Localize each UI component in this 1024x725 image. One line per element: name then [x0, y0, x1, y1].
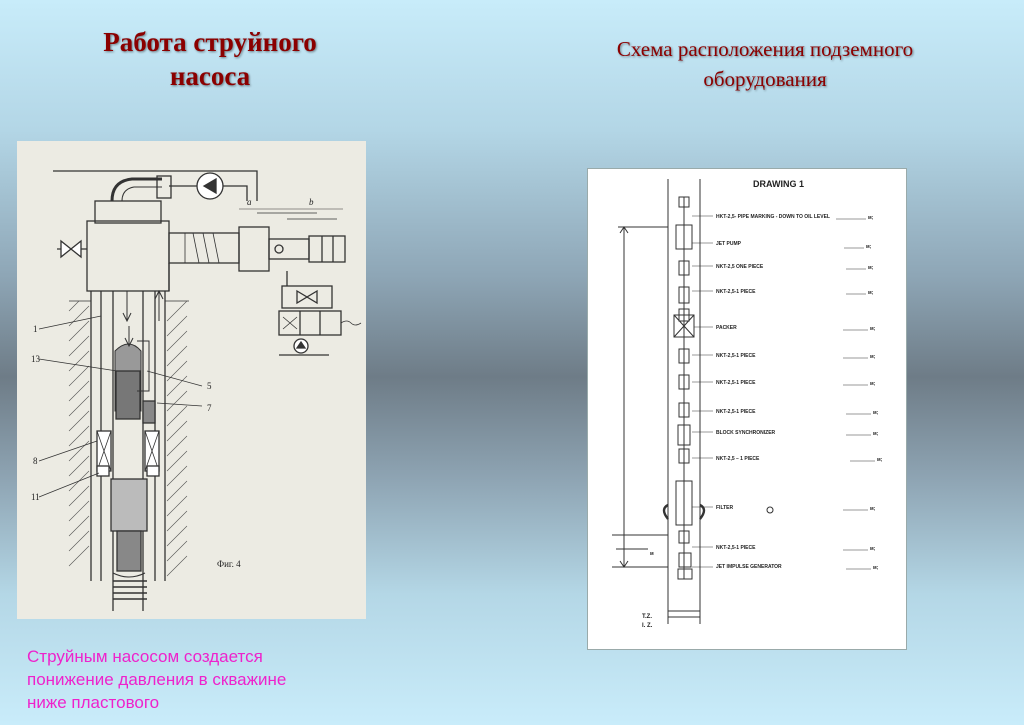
unit-5: м;	[870, 326, 876, 332]
iz-label: I. Z.	[642, 623, 653, 629]
title-left-line2: насоса	[169, 60, 251, 91]
callout-1: 1	[33, 324, 38, 334]
label-item-12: NKT-2,5-1 PIECE	[716, 545, 756, 551]
label-item-11: FILTER	[716, 505, 734, 511]
label-item-2: JET PUMP	[716, 241, 742, 247]
label-item-5: PACKER	[716, 325, 737, 331]
label-item-8: NKT-2,5-1 PIECE	[716, 409, 756, 415]
unit-1: м;	[868, 215, 874, 221]
callout-11: 11	[31, 492, 40, 502]
slide-title-left: Работа струйного насоса	[60, 26, 360, 94]
drawing-1-svg: DRAWING 1	[612, 179, 883, 629]
dimension-a: a	[247, 197, 252, 207]
drawing-units: м; м; м; м; м; м; м; м; м; м; м; м; м;	[866, 215, 883, 571]
label-item-3: NKT-2,5 ONE PIECE	[716, 264, 764, 270]
unit-13: м;	[873, 565, 879, 571]
unit-7: м;	[870, 381, 876, 387]
equipment-layout-drawing: DRAWING 1	[587, 168, 907, 650]
unit-8: м;	[873, 410, 879, 416]
title-right-line2: оборудования	[703, 67, 827, 92]
unit-11: м;	[870, 506, 876, 512]
label-item-6: NKT-2,5-1 PIECE	[716, 353, 756, 359]
drawing-labels: HKT-2,5- PIPE MARKING - DOWN TO OIL LEVE…	[716, 214, 830, 570]
callout-8: 8	[33, 456, 38, 466]
label-item-1: HKT-2,5- PIPE MARKING - DOWN TO OIL LEVE…	[716, 214, 830, 220]
unit-2: м;	[866, 244, 872, 250]
tz-label: T.Z.	[642, 614, 652, 620]
slide-title-right: Схема расположения подземного оборудован…	[560, 34, 970, 95]
left-marker: м	[650, 551, 654, 557]
callout-5: 5	[207, 381, 212, 391]
label-item-10: NKT-2,5 – 1 PIECE	[716, 456, 760, 462]
caption-line1: Струйным насосом создается	[27, 647, 263, 666]
callout-7: 7	[207, 403, 212, 413]
unit-3: м;	[868, 265, 874, 271]
callout-13: 13	[31, 354, 41, 364]
dimension-b: b	[309, 197, 314, 207]
unit-9: м;	[873, 431, 879, 437]
caption-line2: понижение давления в скважине	[27, 669, 287, 689]
figure-label: Фиг. 4	[217, 559, 241, 569]
drawing-heading: DRAWING 1	[753, 179, 804, 189]
unit-4: м;	[868, 290, 874, 296]
label-item-7: NKT-2,5-1 PIECE	[716, 380, 756, 386]
jet-pump-schematic: 1 13 5 7 8 11 a b Фиг. 4	[17, 141, 366, 619]
slide-caption: Струйным насосом создается понижение дав…	[27, 646, 387, 715]
label-item-4: NKT-2,5-1 PIECE	[716, 289, 756, 295]
title-left-line1: Работа струйного	[103, 27, 317, 57]
title-right-line1: Схема расположения подземного	[616, 37, 914, 61]
jet-pump-drawing: 1 13 5 7 8 11 a b Фиг. 4	[31, 170, 362, 611]
unit-10: м;	[877, 457, 883, 463]
label-item-9: BLOCK SYNCHRONIZER	[716, 430, 776, 436]
unit-6: м;	[870, 354, 876, 360]
label-item-13: JET IMPULSE GENERATOR	[716, 564, 782, 570]
unit-12: м;	[870, 546, 876, 552]
caption-line3: ниже пластового	[27, 692, 160, 712]
